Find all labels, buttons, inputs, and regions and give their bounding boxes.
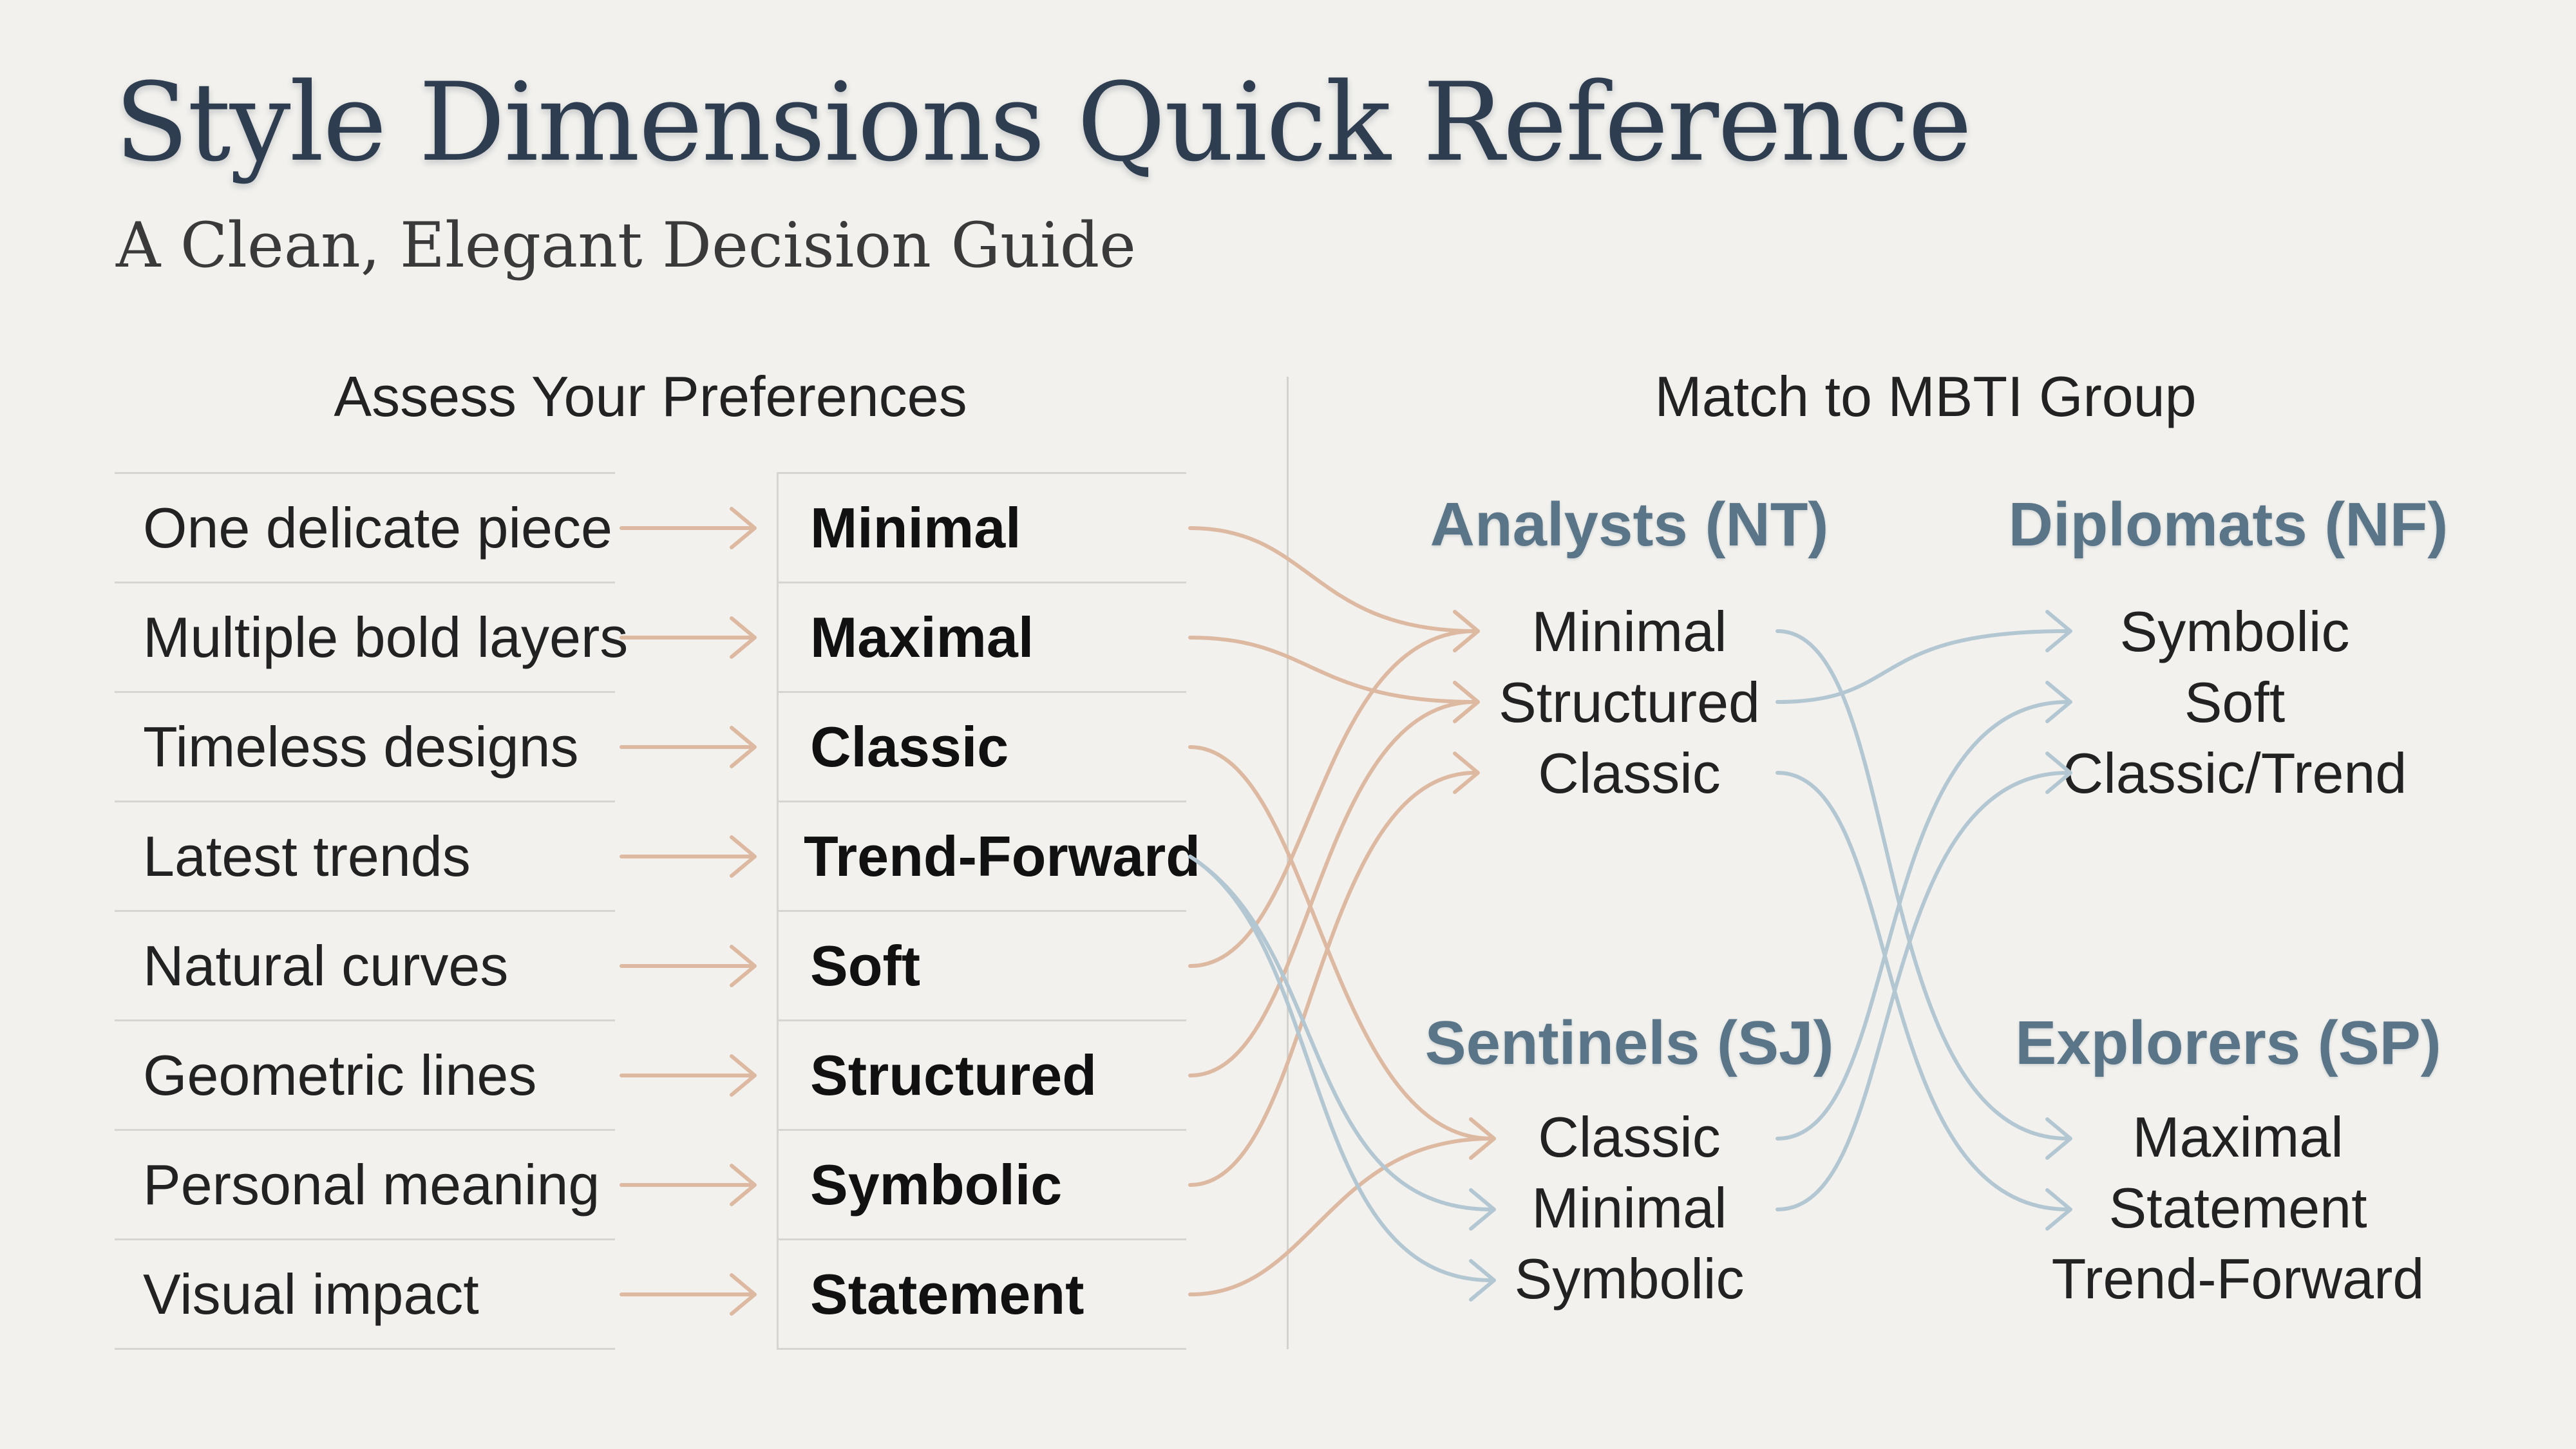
group-title-analysts: Analysts (NT) [1430, 490, 1829, 559]
arrowhead-icon [1453, 681, 1480, 723]
group-to-group-connectors [1188, 610, 2072, 1302]
table-row-rule [777, 691, 1186, 693]
trend-connector-line [1188, 855, 1493, 1282]
group-title-diplomats: Diplomats (NF) [2008, 490, 2448, 559]
arrowhead-icon [1469, 1188, 1496, 1231]
arrowhead-icon [1469, 1259, 1496, 1302]
table-row-rule [115, 1238, 615, 1240]
group-item: Statement [2108, 1176, 2367, 1240]
table-row-rule [777, 1129, 1186, 1131]
table-row-rule [115, 800, 615, 802]
table-row-rule [115, 582, 615, 583]
preference-label: Personal meaning [143, 1153, 600, 1217]
table-row-rule [777, 910, 1186, 912]
arrowhead-icon [730, 507, 757, 549]
preference-label: One delicate piece [143, 496, 612, 560]
table-row-rule [115, 1129, 615, 1131]
table-row-rule [115, 472, 615, 474]
arrowhead-icon [730, 835, 757, 878]
group-connector-line [1776, 700, 2070, 1141]
style-dimension-label: Maximal [810, 605, 1034, 669]
preference-label: Multiple bold layers [143, 605, 629, 669]
group-item: Symbolic [1514, 1247, 1745, 1311]
group-item: Structured [1499, 670, 1760, 734]
arrowhead-icon [2045, 1117, 2072, 1160]
arrowhead-icon [2045, 610, 2072, 652]
arrowhead-icon [2045, 1188, 2072, 1231]
style-connector-line [1188, 629, 1477, 968]
style-connector-line [1188, 1137, 1493, 1296]
style-dimension-label: Structured [810, 1043, 1097, 1107]
preference-label: Geometric lines [143, 1043, 537, 1107]
table-row-rule [115, 1348, 615, 1350]
arrowhead-icon [730, 945, 757, 987]
group-connector-line [1776, 629, 2070, 704]
arrowhead-icon [730, 1273, 757, 1316]
table-row-rule [115, 910, 615, 912]
table-row-rule [777, 800, 1186, 802]
preference-label: Natural curves [143, 934, 509, 998]
preference-label: Latest trends [143, 824, 471, 888]
style-connector-line [1188, 526, 1477, 633]
arrowhead-icon [730, 616, 757, 659]
table-row-rule [777, 472, 1186, 474]
group-item: Classic [1538, 741, 1721, 805]
style-connector-line [1188, 636, 1477, 704]
group-title-sentinels: Sentinels (SJ) [1425, 1009, 1834, 1077]
style-connector-line [1188, 745, 1493, 1141]
style-connector-line [1188, 771, 1477, 1187]
style-dimension-label: Trend-Forward [804, 824, 1201, 888]
arrowhead-icon [730, 1054, 757, 1097]
style-dimension-label: Classic [810, 715, 1009, 779]
table-row-rule [115, 691, 615, 693]
style-dimension-label: Soft [810, 934, 921, 998]
table-row-rule [777, 1238, 1186, 1240]
arrowhead-icon [1469, 1117, 1496, 1160]
arrowhead-icon [1453, 752, 1480, 794]
style-dimension-label: Minimal [810, 496, 1021, 560]
style-dimension-label: Statement [810, 1262, 1084, 1326]
style-to-group-connectors [1188, 526, 1496, 1296]
preference-label: Visual impact [143, 1262, 479, 1326]
page-subtitle: A Clean, Elegant Decision Guide [116, 209, 1136, 281]
mbti-heading: Match to MBTI Group [1654, 365, 2197, 428]
group-item: Symbolic [2119, 600, 2350, 663]
page-title: Style Dimensions Quick Reference [115, 59, 1972, 185]
arrowhead-icon [730, 1164, 757, 1206]
group-item: Trend-Forward [2051, 1247, 2425, 1311]
group-connector-line [1776, 629, 2070, 1141]
group-item: Classic/Trend [2062, 741, 2407, 805]
style-connector-line [1188, 700, 1477, 1077]
group-item: Soft [2184, 670, 2286, 734]
preference-label: Timeless designs [143, 715, 579, 779]
arrowhead-icon [1453, 610, 1480, 652]
arrowhead-icon [2045, 681, 2072, 723]
preference-arrows [620, 507, 757, 1316]
group-item: Maximal [2132, 1105, 2344, 1169]
group-item: Minimal [1531, 1176, 1727, 1240]
preferences-heading: Assess Your Preferences [334, 365, 967, 428]
arrowhead-icon [2045, 752, 2072, 794]
arrowhead-icon [730, 726, 757, 768]
style-dimension-label: Symbolic [810, 1153, 1063, 1217]
table-row-rule [777, 1019, 1186, 1021]
group-item: Minimal [1531, 600, 1727, 663]
group-connector-line [1776, 771, 2070, 1211]
group-item: Classic [1538, 1105, 1721, 1169]
table-row-rule [115, 1019, 615, 1021]
trend-connector-line [1188, 855, 1493, 1211]
group-title-explorers: Explorers (SP) [2015, 1009, 2441, 1077]
table-row-rule [777, 582, 1186, 583]
table-row-rule [777, 1348, 1186, 1350]
